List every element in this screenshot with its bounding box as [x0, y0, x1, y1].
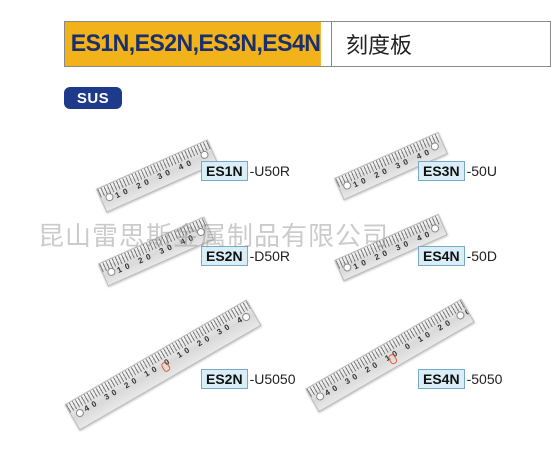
product-label-es4n-5050: ES4N -5050	[418, 369, 502, 389]
product-code: ES4N	[418, 246, 465, 266]
product-label-es3n-50u: ES3N -50U	[418, 161, 497, 181]
header-bar: ES1N,ES2N,ES3N,ES4N 刻度板	[64, 21, 551, 67]
product-code: ES1N	[201, 161, 248, 181]
product-code: ES3N	[418, 161, 465, 181]
model-title: ES1N,ES2N,ES3N,ES4N	[65, 22, 321, 66]
product-code: ES4N	[418, 369, 465, 389]
product-code: ES2N	[201, 246, 248, 266]
product-label-es4n-50d: ES4N -50D	[418, 246, 497, 266]
ruler-ticks	[65, 300, 251, 413]
product-suffix: -D50R	[249, 248, 291, 264]
product-suffix: -50D	[466, 248, 497, 264]
ruler-image-es1n-u50r: 10 20 30 40	[95, 139, 219, 213]
product-suffix: -50U	[466, 163, 497, 179]
product-suffix: -5050	[466, 371, 503, 387]
product-label-es2n-u5050: ES2N -U5050	[201, 369, 296, 389]
ruler-image-es4n-5050: 40 30 20 10 0 10 20 30 40	[305, 298, 475, 413]
ruler-image-es2n-d50r: 10 20 30 40	[97, 216, 215, 287]
product-suffix: -U50R	[249, 163, 291, 179]
product-label-es2n-d50r: ES2N -D50R	[201, 246, 290, 266]
ruler-image-es2n-u5050: 40 30 20 10 0 10 20 30 40	[64, 299, 262, 431]
product-code: ES2N	[201, 369, 248, 389]
product-suffix: -U5050	[249, 371, 296, 387]
material-badge: SUS	[64, 87, 122, 109]
product-name-title: 刻度板	[331, 22, 550, 66]
product-label-es1n-u50r: ES1N -U50R	[201, 161, 290, 181]
